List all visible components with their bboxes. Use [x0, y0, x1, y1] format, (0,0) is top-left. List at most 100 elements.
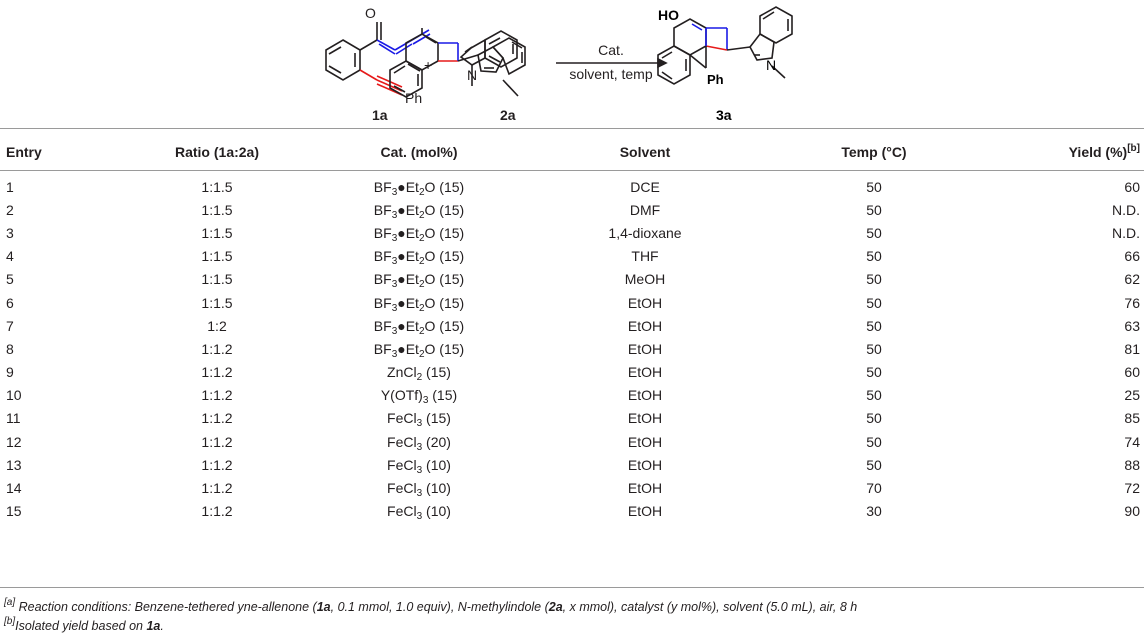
- cell-temp: 50: [866, 387, 882, 404]
- catalyst-loading: (15): [422, 364, 451, 381]
- catalyst-loading: O (15): [424, 224, 465, 241]
- catalyst-part: Y(OTf): [380, 387, 423, 404]
- cell-temp: 50: [866, 201, 882, 218]
- reactant-1a-oxygen: O: [365, 5, 376, 21]
- product-scheme: HO Ph N 3a: [657, 6, 793, 123]
- cell-yield: N.D.: [1112, 224, 1140, 241]
- cell-solvent: DMF: [629, 201, 661, 218]
- cell-solvent: EtOH: [627, 433, 663, 450]
- catalyst-subscript: 2: [418, 186, 425, 198]
- catalyst-part: ●Et: [397, 178, 419, 195]
- footnote-a-text-3: , x mmol), catalyst (y mol%), solvent (5…: [562, 600, 858, 614]
- cell-catalyst: BF3●Et2O (15): [306, 291, 532, 314]
- reactant-2a-label: 2a: [500, 107, 516, 123]
- reactant-1a-label: 1a: [372, 107, 388, 123]
- catalyst-part: ●Et: [397, 201, 419, 218]
- cell-temp: 50: [866, 340, 882, 357]
- catalyst-subscript: 3: [391, 186, 398, 198]
- cell-catalyst: Y(OTf)3 (15): [306, 384, 532, 407]
- catalyst-subscript: 3: [422, 395, 429, 407]
- catalyst-part: FeCl: [387, 503, 417, 520]
- catalyst-subscript: 3: [391, 302, 398, 314]
- footnote-b-compound: 1a: [146, 619, 161, 633]
- cell-catalyst: FeCl3 (10): [306, 500, 532, 523]
- cell-yield: 81: [1124, 340, 1140, 357]
- table-bottom-rule: [0, 587, 1144, 588]
- cell-solvent: EtOH: [627, 456, 663, 473]
- cell-ratio: 1:1.2: [201, 387, 233, 404]
- reaction-scheme: O Ph 1a + N 2a Cat. solvent, temp: [325, 5, 668, 123]
- catalyst-loading: O (15): [424, 201, 465, 218]
- footnote-a-mark: [a]: [4, 597, 16, 608]
- cell-catalyst: ZnCl2 (15): [306, 361, 532, 384]
- catalyst-part: FeCl: [387, 456, 417, 473]
- catalyst-subscript: 3: [391, 209, 398, 221]
- product-3a-structure: [389, 28, 526, 98]
- cell-ratio: 1:1.2: [201, 364, 233, 381]
- catalyst-subscript: 3: [416, 511, 423, 523]
- header-yield-note: [b]: [1127, 143, 1140, 154]
- cell-temp: 50: [866, 271, 882, 288]
- catalyst-loading: O (15): [424, 271, 465, 288]
- cell-ratio: 1:1.2: [201, 340, 233, 357]
- cell-solvent: EtOH: [627, 340, 663, 357]
- cell-ratio: 1:2: [207, 317, 227, 334]
- reactant-1a-phenyl: Ph: [405, 90, 422, 106]
- cell-solvent: EtOH: [627, 480, 663, 497]
- catalyst-subscript: 3: [391, 348, 398, 360]
- cell-temp: 70: [866, 480, 882, 497]
- cell-entry: 10: [6, 387, 22, 404]
- catalyst-part: ●Et: [397, 248, 419, 265]
- product-phenyl: Ph: [707, 72, 724, 87]
- cell-yield: 66: [1124, 248, 1140, 265]
- cell-yield: 60: [1124, 364, 1140, 381]
- catalyst-loading: (10): [422, 456, 451, 473]
- cell-temp: 50: [866, 294, 882, 311]
- cell-solvent: EtOH: [627, 294, 663, 311]
- cell-ratio: 1:1.5: [201, 224, 233, 241]
- cell-yield: 85: [1124, 410, 1140, 427]
- cell-catalyst: FeCl3 (10): [306, 453, 532, 476]
- catalyst-subscript: 3: [391, 232, 398, 244]
- cell-temp: 30: [866, 503, 882, 520]
- product-hydroxy: HO: [658, 7, 679, 23]
- cell-yield: 74: [1124, 433, 1140, 450]
- cell-temp: 50: [866, 456, 882, 473]
- cell-yield: 88: [1124, 456, 1140, 473]
- cell-solvent: EtOH: [627, 410, 663, 427]
- catalyst-loading: O (15): [424, 340, 465, 357]
- cell-entry: 2: [6, 201, 14, 218]
- catalyst-loading: (20): [422, 433, 451, 450]
- cell-yield: 60: [1124, 178, 1140, 195]
- cell-yield: 63: [1124, 317, 1140, 334]
- footnote-b-mark: [b]: [4, 616, 16, 627]
- catalyst-part: BF: [373, 294, 392, 311]
- product-nitrogen: N: [766, 57, 776, 73]
- header-solvent: Solvent: [619, 144, 671, 160]
- cell-entry: 15: [6, 503, 22, 520]
- cell-solvent: 1,4-dioxane: [608, 224, 682, 241]
- cell-catalyst: FeCl3 (10): [306, 476, 532, 499]
- cell-ratio: 1:1.5: [201, 248, 233, 265]
- cell-ratio: 1:1.2: [201, 456, 233, 473]
- catalyst-subscript: 2: [418, 325, 425, 337]
- cell-catalyst: BF3●Et2O (15): [306, 221, 532, 244]
- cell-ratio: 1:1.2: [201, 480, 233, 497]
- footnote-b-text-1: Isolated yield based on: [15, 619, 147, 633]
- cell-solvent: EtOH: [627, 364, 663, 381]
- cell-solvent: MeOH: [624, 271, 666, 288]
- cell-entry: 7: [6, 317, 14, 334]
- catalyst-subscript: 2: [418, 209, 425, 221]
- catalyst-part: BF: [373, 178, 392, 195]
- footnotes: [a] Reaction conditions: Benzene-tethere…: [4, 598, 857, 636]
- header-yield: Yield (%)[b]: [990, 137, 1144, 169]
- cell-temp: 50: [866, 178, 882, 195]
- catalyst-part: ZnCl: [387, 364, 417, 381]
